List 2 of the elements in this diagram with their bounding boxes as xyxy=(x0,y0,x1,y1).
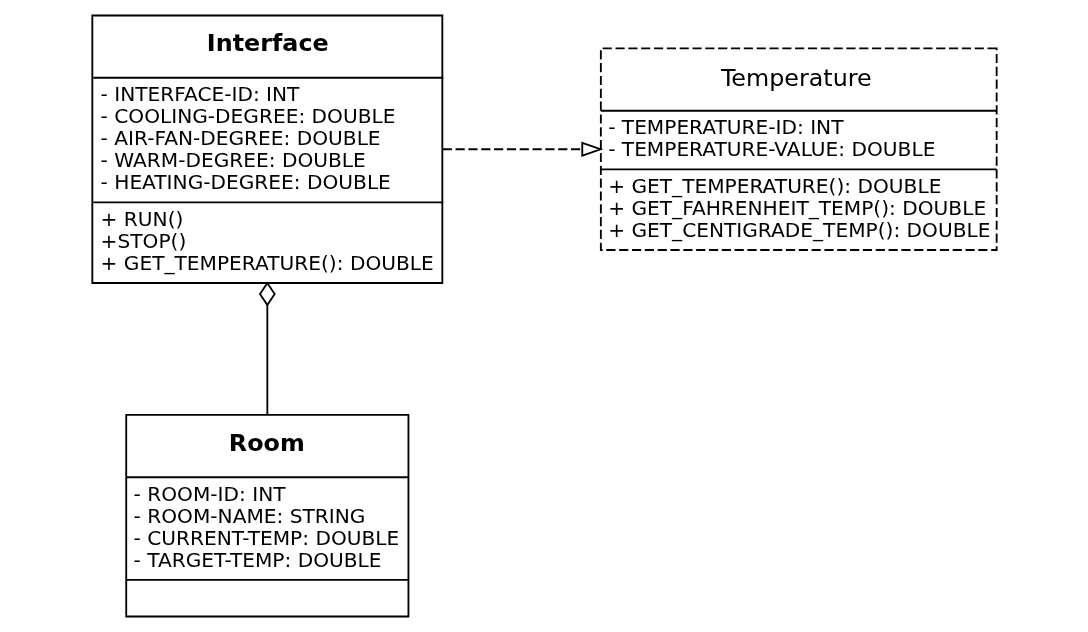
connector xyxy=(258,281,276,416)
arrow xyxy=(441,141,603,157)
